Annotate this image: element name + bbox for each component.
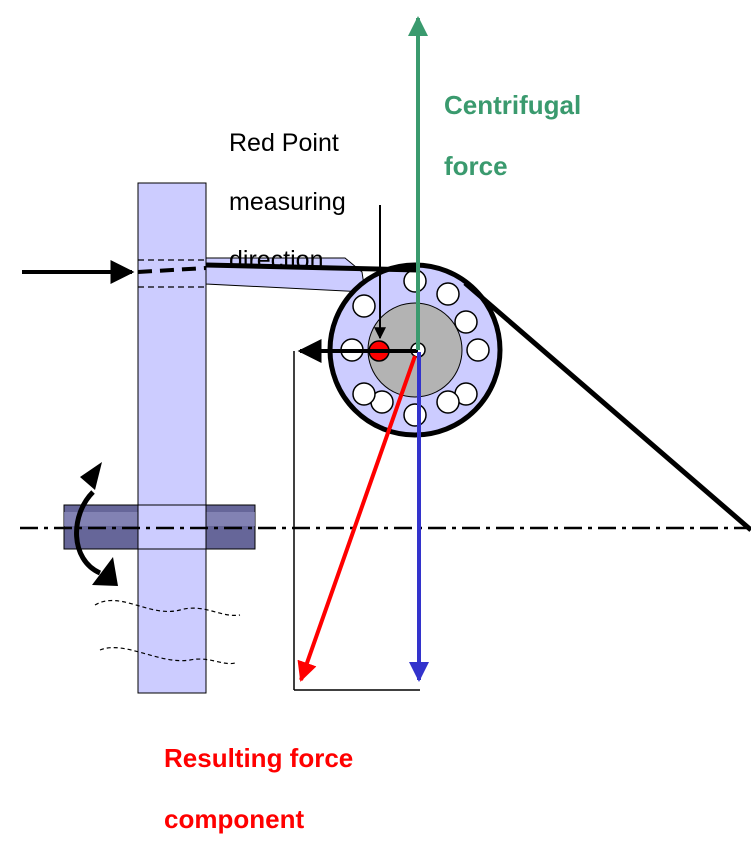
centrifugal-label-line-1: Centrifugal — [444, 90, 582, 121]
bearing-force-diagram — [20, 16, 751, 694]
resulting-force-label: Resulting force component — [164, 713, 353, 865]
rolling-element — [454, 310, 478, 334]
rolling-element — [352, 382, 376, 406]
rolling-element — [352, 294, 376, 318]
belt-top — [205, 262, 419, 273]
resulting-label-line-2: component — [164, 804, 305, 835]
rolling-element — [466, 338, 490, 362]
red-point-label-line-2: measuring — [229, 187, 346, 216]
curved-rotation-arrow-icon — [74, 462, 118, 586]
rolling-element — [403, 269, 427, 293]
red-point-label-line-1: Red Point — [229, 129, 339, 158]
red-point-label: Red Point measuring direction — [229, 100, 346, 305]
rolling-element — [436, 390, 460, 414]
belt-right — [463, 281, 751, 532]
resulting-label-line-1: Resulting force — [164, 743, 354, 774]
red-point-label-line-3: direction — [229, 246, 324, 275]
centrifugal-label-line-2: force — [444, 151, 508, 182]
passage-center-dash — [137, 266, 207, 274]
centrifugal-force-label: Centrifugal force — [444, 60, 581, 212]
resulting-force-arrow — [297, 355, 417, 682]
rolling-element — [436, 282, 460, 306]
rolling-element — [403, 403, 427, 427]
arm-break-top — [94, 600, 241, 616]
arm-break-bottom — [99, 647, 236, 665]
